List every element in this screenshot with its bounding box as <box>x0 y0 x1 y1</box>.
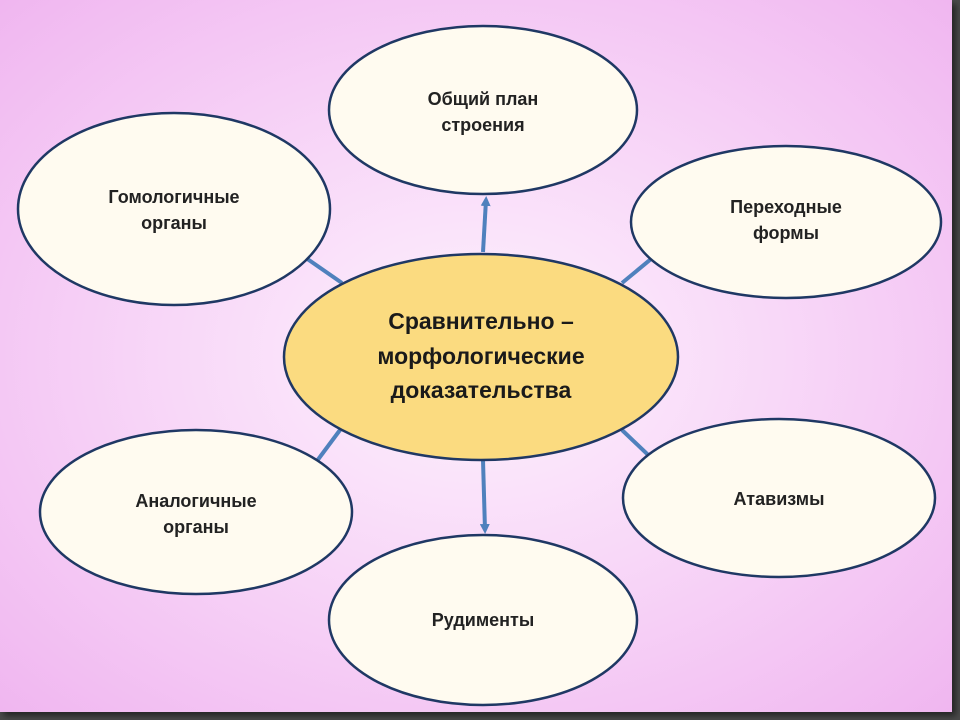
ellipse-transitional-forms <box>629 144 943 300</box>
center-label: Сравнительно – морфологические доказател… <box>377 308 585 404</box>
ellipse-atavisms <box>621 417 937 579</box>
label-general-plan: Общий план строения <box>427 88 539 135</box>
ellipse-analogous-organs <box>38 428 354 596</box>
ellipse-homologous-organs <box>16 111 332 307</box>
label-analogous-organs: Аналогичные органы <box>135 490 257 537</box>
ellipse-general-plan <box>327 24 639 196</box>
ellipse-center <box>282 252 680 462</box>
label-rudiments: Рудименты <box>431 609 535 630</box>
arrow-to-rudiments <box>479 459 490 534</box>
label-transitional-forms: Переходные формы <box>730 196 842 243</box>
arrow-to-general-plan <box>480 196 491 253</box>
ellipse-rudiments <box>327 533 639 707</box>
label-atavisms: Атавизмы <box>733 488 825 509</box>
label-homologous-organs: Гомологичные органы <box>108 186 240 233</box>
